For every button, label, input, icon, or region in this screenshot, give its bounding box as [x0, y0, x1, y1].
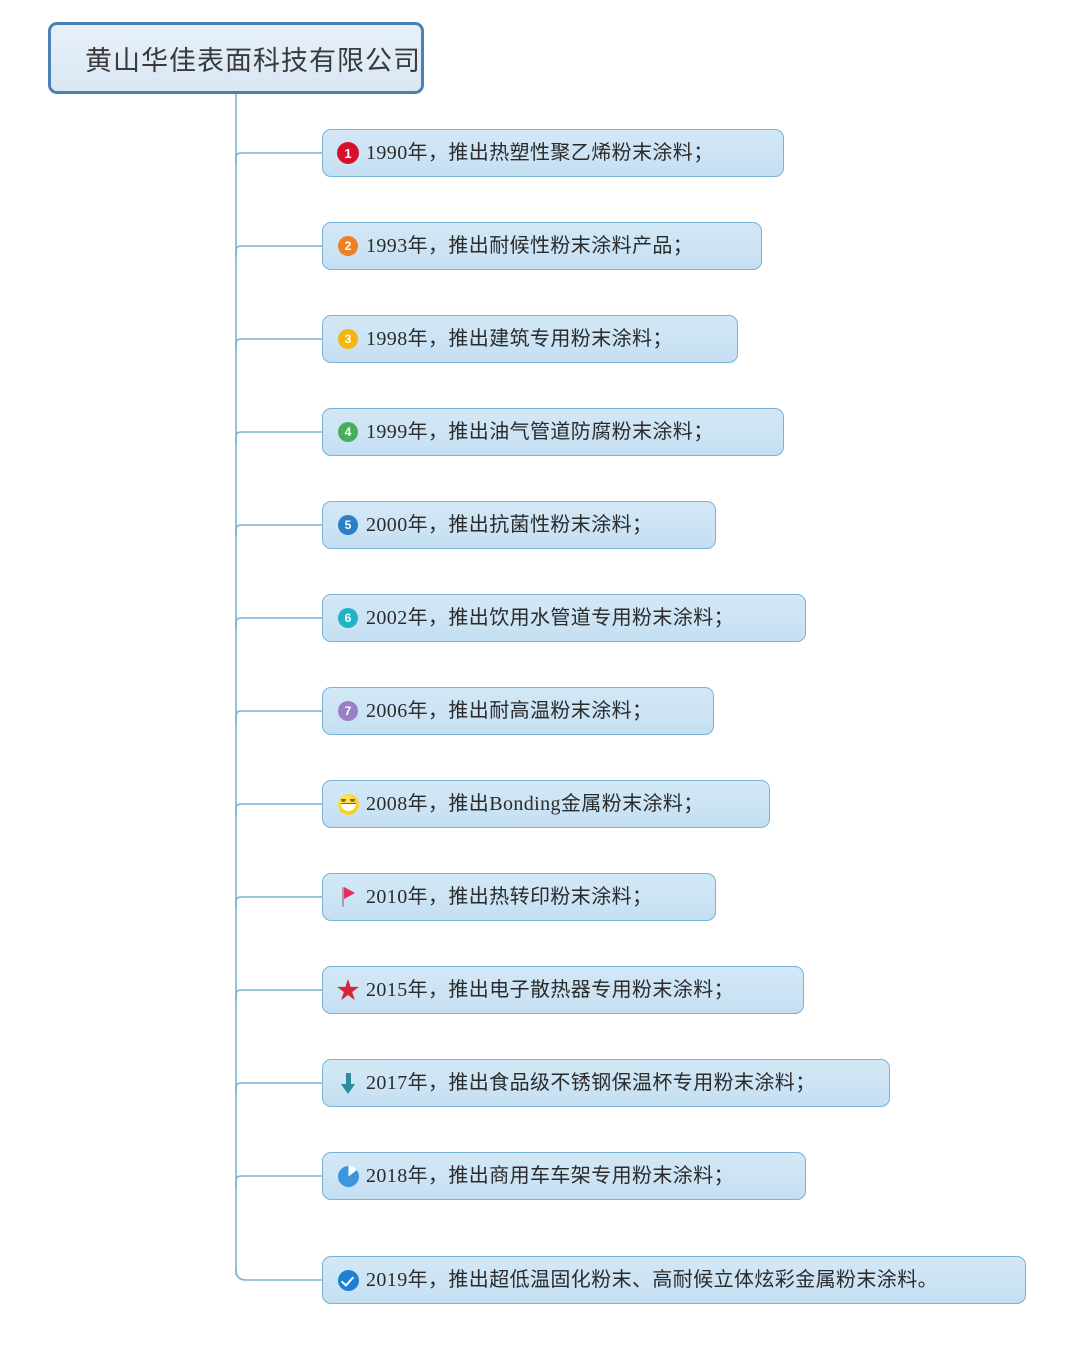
timeline-node-5-label: 2000年，推出抗菌性粉末涂料； — [366, 514, 653, 536]
timeline-node-8[interactable]: 2008年，推出Bonding金属粉末涂料； — [322, 780, 770, 828]
red-star-icon — [337, 979, 359, 1001]
timeline-node-5[interactable]: 5 2000年，推出抗菌性粉末涂料； — [322, 501, 716, 549]
timeline-node-7-label: 2006年，推出耐高温粉末涂料； — [366, 700, 653, 722]
timeline-node-1-label: 1990年，推出热塑性聚乙烯粉末涂料； — [366, 142, 714, 164]
number-badge-3-icon: 3 — [337, 328, 359, 350]
grinning-face-emoji-icon — [337, 793, 359, 815]
timeline-node-13[interactable]: 2019年，推出超低温固化粉末、高耐候立体炫彩金属粉末涂料。 — [322, 1256, 1026, 1304]
timeline-node-4[interactable]: 4 1999年，推出油气管道防腐粉末涂料； — [322, 408, 784, 456]
pie-clock-icon — [337, 1165, 359, 1187]
timeline-node-7[interactable]: 7 2006年，推出耐高温粉末涂料； — [322, 687, 714, 735]
timeline-node-2-label: 1993年，推出耐候性粉末涂料产品； — [366, 235, 694, 257]
timeline-node-3-label: 1998年，推出建筑专用粉末涂料； — [366, 328, 673, 350]
red-flag-icon — [337, 886, 359, 908]
timeline-node-1[interactable]: 1 1990年，推出热塑性聚乙烯粉末涂料； — [322, 129, 784, 177]
timeline-node-6-label: 2002年，推出饮用水管道专用粉末涂料； — [366, 607, 734, 629]
number-badge-2-icon: 2 — [337, 235, 359, 257]
timeline-node-13-label: 2019年，推出超低温固化粉末、高耐候立体炫彩金属粉末涂料。 — [366, 1269, 938, 1291]
number-badge-7-icon: 7 — [337, 700, 359, 722]
number-badge-4-icon: 4 — [337, 421, 359, 443]
root-node[interactable]: 黄山华佳表面科技有限公司 — [48, 22, 424, 94]
timeline-node-10-label: 2015年，推出电子散热器专用粉末涂料； — [366, 979, 734, 1001]
timeline-node-9-label: 2010年，推出热转印粉末涂料； — [366, 886, 653, 908]
timeline-node-4-label: 1999年，推出油气管道防腐粉末涂料； — [366, 421, 714, 443]
timeline-node-2[interactable]: 2 1993年，推出耐候性粉末涂料产品； — [322, 222, 762, 270]
timeline-node-11-label: 2017年，推出食品级不锈钢保温杯专用粉末涂料； — [366, 1072, 816, 1094]
timeline-node-12[interactable]: 2018年，推出商用车车架专用粉末涂料； — [322, 1152, 806, 1200]
timeline-node-9[interactable]: 2010年，推出热转印粉末涂料； — [322, 873, 716, 921]
timeline-node-6[interactable]: 6 2002年，推出饮用水管道专用粉末涂料； — [322, 594, 806, 642]
number-badge-5-icon: 5 — [337, 514, 359, 536]
root-node-label: 黄山华佳表面科技有限公司 — [85, 45, 421, 76]
number-badge-1-icon: 1 — [337, 142, 359, 164]
down-arrow-icon — [337, 1072, 359, 1094]
timeline-node-3[interactable]: 3 1998年，推出建筑专用粉末涂料； — [322, 315, 738, 363]
timeline-node-8-label: 2008年，推出Bonding金属粉末涂料； — [366, 793, 704, 815]
timeline-node-10[interactable]: 2015年，推出电子散热器专用粉末涂料； — [322, 966, 804, 1014]
check-circle-icon — [337, 1269, 359, 1291]
number-badge-6-icon: 6 — [337, 607, 359, 629]
timeline-node-11[interactable]: 2017年，推出食品级不锈钢保温杯专用粉末涂料； — [322, 1059, 890, 1107]
timeline-node-12-label: 2018年，推出商用车车架专用粉末涂料； — [366, 1165, 734, 1187]
